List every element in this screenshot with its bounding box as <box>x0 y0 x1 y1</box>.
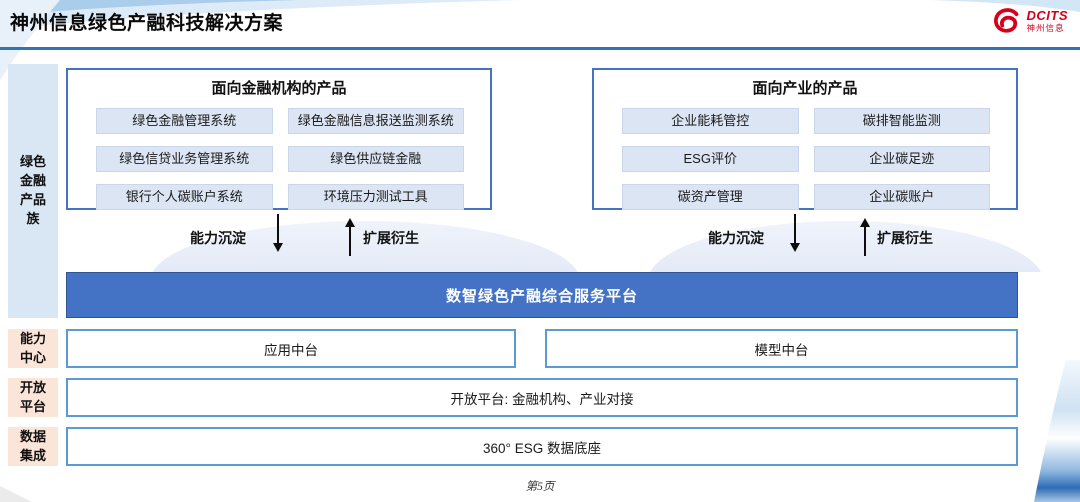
product-chip: 企业能耗管控 <box>622 108 799 134</box>
platform-bar: 数智绿色产融综合服务平台 <box>66 272 1018 318</box>
page-number: 第5页 <box>525 481 555 493</box>
product-chip: 企业碳账户 <box>813 184 990 210</box>
model-middle-platform-box: 模型中台 <box>545 329 1018 368</box>
industry-products-grid: 企业能耗管控 碳排智能监测 ESG评价 企业碳足迹 碳资产管理 企业碳账户 <box>594 98 1016 210</box>
bottom-right-swoosh-decoration <box>1034 360 1080 502</box>
sidebar-label-product-family: 绿色 金融 产品 族 <box>8 64 58 318</box>
sidebar-label-open-platform: 开放 平台 <box>8 378 58 417</box>
open-platform-box: 开放平台: 金融机构、产业对接 <box>66 378 1018 417</box>
down-arrow-icon <box>790 214 800 252</box>
industry-products-title: 面向产业的产品 <box>752 80 858 97</box>
capability-deposit-label: 能力沉淀 <box>708 230 764 246</box>
app-middle-platform-box: 应用中台 <box>66 329 516 368</box>
product-chip: 碳资产管理 <box>622 184 799 210</box>
product-chip: 企业碳足迹 <box>813 146 990 172</box>
dcits-logo: DCITS 神州信息 <box>989 6 1069 36</box>
extension-derive-label: 扩展衍生 <box>877 230 933 246</box>
right-dome-decoration <box>648 221 1043 272</box>
extension-derive-label: 扩展衍生 <box>363 230 419 246</box>
product-chip: 绿色金融信息报送监测系统 <box>287 108 464 134</box>
finance-products-grid: 绿色金融管理系统 绿色金融信息报送监测系统 绿色信贷业务管理系统 绿色供应链金融… <box>68 98 490 210</box>
up-arrow-icon <box>860 218 870 256</box>
finance-products-box: 面向金融机构的产品 绿色金融管理系统 绿色金融信息报送监测系统 绿色信贷业务管理… <box>66 68 492 210</box>
title-underline <box>0 47 1080 50</box>
product-chip: ESG评价 <box>622 146 799 172</box>
down-arrow-icon <box>273 214 283 252</box>
logo-brand-cn-text: 神州信息 <box>1026 23 1065 34</box>
logo-brand-text: DCITS <box>1026 8 1068 24</box>
sidebar-label-capability-center: 能力 中心 <box>8 329 58 368</box>
product-chip: 绿色信贷业务管理系统 <box>96 146 273 172</box>
industry-products-box: 面向产业的产品 企业能耗管控 碳排智能监测 ESG评价 企业碳足迹 碳资产管理 … <box>592 68 1018 210</box>
header-swoosh-decoration <box>0 0 1080 80</box>
product-chip: 环境压力测试工具 <box>287 184 464 210</box>
product-chip: 碳排智能监测 <box>813 108 990 134</box>
up-arrow-icon <box>345 218 355 256</box>
product-chip: 绿色供应链金融 <box>287 146 464 172</box>
sidebar-label-data-integration: 数据 集成 <box>8 427 58 466</box>
product-chip: 绿色金融管理系统 <box>96 108 273 134</box>
dcits-logo-icon <box>993 8 1018 33</box>
finance-products-title: 面向金融机构的产品 <box>211 80 347 97</box>
esg-data-base-box: 360° ESG 数据底座 <box>66 427 1018 466</box>
bottom-left-wedge-decoration <box>0 486 32 502</box>
page-title: 神州信息绿色产融科技解决方案 <box>10 13 284 34</box>
product-chip: 银行个人碳账户系统 <box>96 184 273 210</box>
capability-deposit-label: 能力沉淀 <box>190 230 246 246</box>
left-dome-decoration <box>150 221 580 272</box>
